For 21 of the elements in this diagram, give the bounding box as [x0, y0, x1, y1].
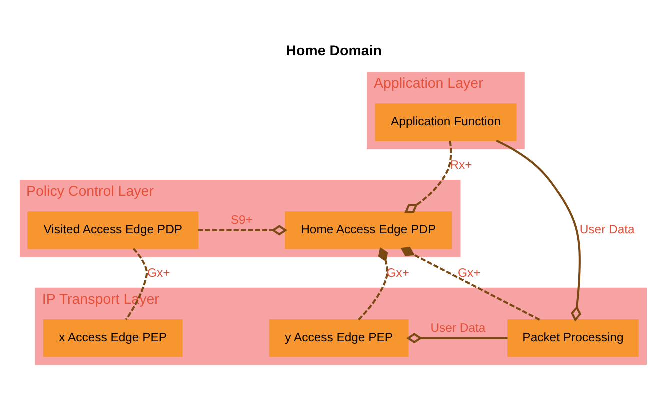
connector — [198, 225, 288, 236]
node-box: Packet Processing — [508, 319, 639, 358]
diagram-title: Home Domain — [286, 44, 382, 60]
edge-label: Gx+ — [148, 266, 170, 280]
node-box: x Access Edge PEP — [43, 319, 183, 358]
connector — [406, 333, 508, 344]
connector — [358, 247, 388, 321]
node-box: Application Function — [375, 104, 517, 142]
edge-label: Gx+ — [386, 266, 410, 280]
edge-label: Gx+ — [458, 266, 481, 280]
connector — [125, 248, 148, 320]
node-box: y Access Edge PEP — [269, 319, 409, 358]
node-box: Home Access Edge PDP — [285, 212, 452, 250]
node-box: Visited Access Edge PDP — [28, 212, 199, 250]
edge-label: User Data — [430, 320, 486, 335]
edge-label: Rx+ — [450, 158, 472, 172]
edge-label: User Data — [580, 222, 635, 237]
edge-label: S9+ — [230, 212, 253, 227]
connector — [496, 140, 582, 322]
connector — [400, 247, 540, 321]
connector — [404, 141, 452, 214]
